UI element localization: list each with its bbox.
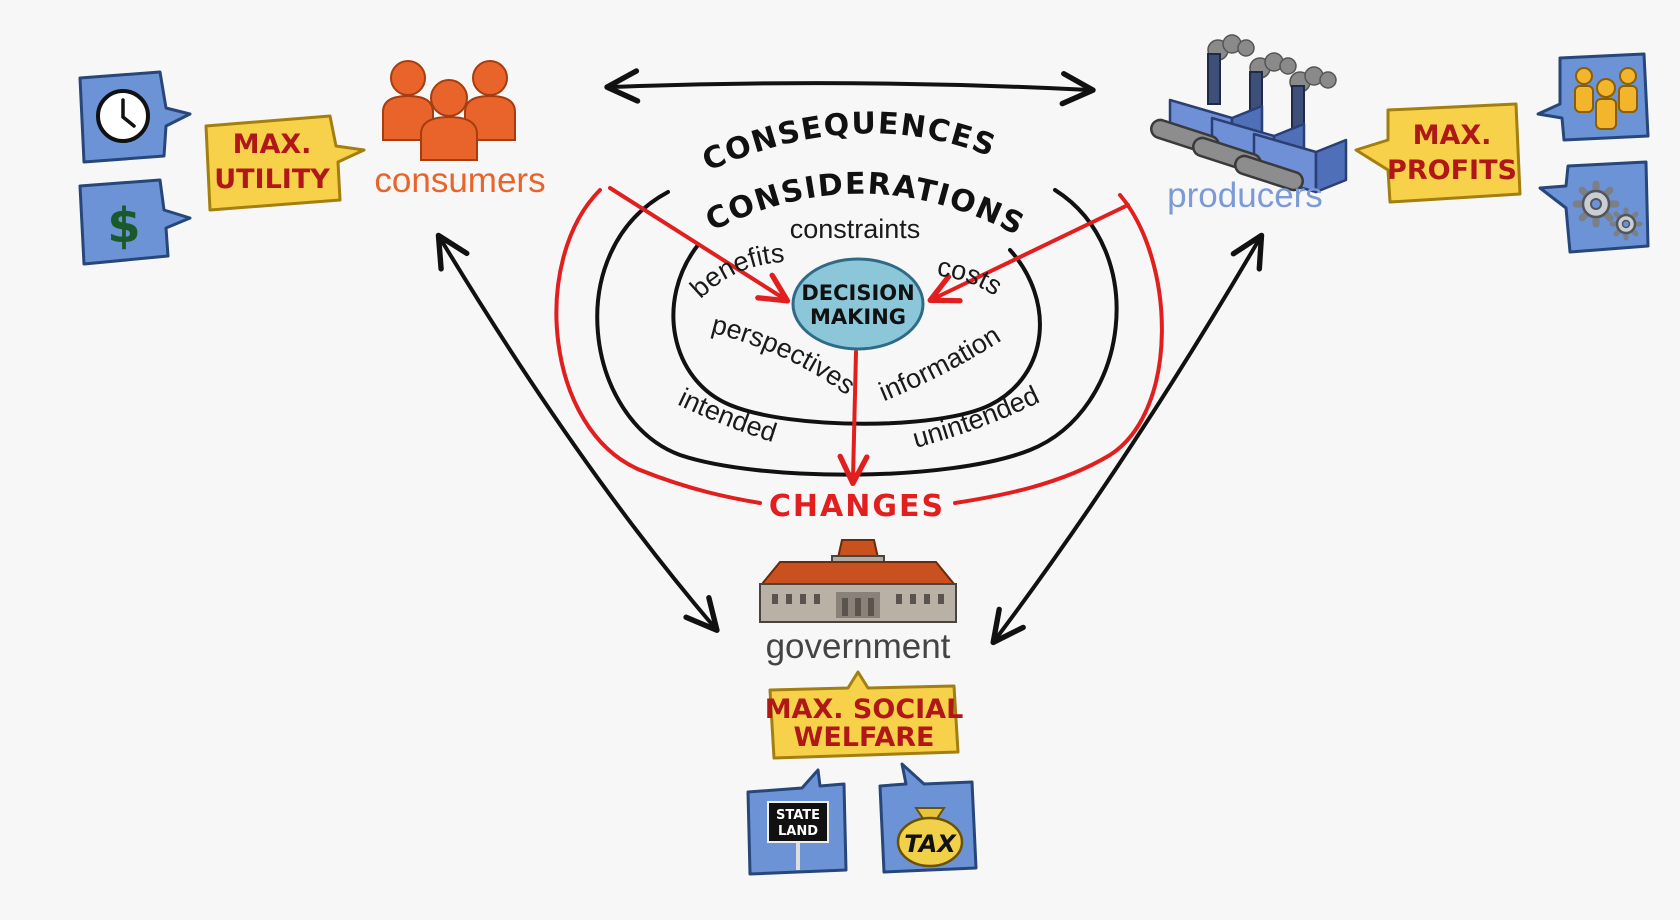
consumers-goal-bubble: MAX. UTILITY — [204, 114, 366, 212]
sign-line2: LAND — [778, 824, 818, 839]
clock-bubble — [78, 70, 192, 164]
consumers-people-icon — [382, 60, 516, 161]
constraints-label: constraints — [790, 214, 921, 244]
consumer-government-arrow — [435, 232, 720, 633]
factory-icon — [1150, 34, 1348, 194]
decision-label: DECISION — [801, 281, 914, 305]
workers-icon — [1574, 67, 1638, 130]
dollar-icon: $ — [107, 198, 140, 254]
dollar-bubble: $ — [78, 178, 192, 266]
producers-label: producers — [1167, 176, 1323, 215]
government-goal-line2: WELFARE — [794, 722, 935, 753]
intended-label: intended — [674, 382, 780, 448]
tax-label: TAX — [904, 830, 957, 858]
benefits-label: benefits — [684, 238, 785, 304]
consumers-goal-line1: MAX. — [233, 129, 312, 160]
government-building-icon — [759, 539, 957, 623]
government-goal-line1: MAX. SOCIAL — [765, 694, 964, 725]
producers-goal-line1: MAX. — [1413, 120, 1492, 151]
government-label: government — [766, 627, 951, 666]
decision-making-node: DECISION MAKING — [791, 257, 925, 351]
unintended-label: unintended — [909, 380, 1043, 454]
changes-ring — [554, 188, 1164, 505]
producers-goal-line2: PROFITS — [1387, 155, 1517, 186]
workers-bubble — [1536, 52, 1650, 142]
consumers-goal-line2: UTILITY — [214, 164, 330, 195]
gears-bubble — [1538, 160, 1650, 254]
gears-icon — [1572, 180, 1643, 241]
tax-bubble: TAX — [878, 762, 978, 874]
consumers-label: consumers — [374, 161, 545, 200]
consumers-group: $ MAX. UTILITY consumers — [78, 60, 546, 266]
tax-bag-icon: TAX — [896, 807, 964, 868]
considerations-ring — [671, 243, 1042, 426]
government-goal-bubble: MAX. SOCIAL WELFARE — [765, 670, 964, 760]
state-land-bubble: STATE LAND — [746, 768, 848, 876]
state-land-sign-icon: STATE LAND — [767, 801, 829, 870]
sign-line1: STATE — [776, 808, 820, 823]
government-group: government MAX. SOCIAL WELFARE STATE LAN… — [746, 539, 978, 876]
clock-icon — [96, 89, 150, 143]
producers-goal-bubble: MAX. PROFITS — [1354, 102, 1522, 204]
producers-group: producers MAX. PROFITS — [1150, 34, 1650, 254]
producer-government-arrow — [990, 232, 1265, 646]
red-arrows — [608, 186, 1130, 486]
changes-label: CHANGES — [769, 489, 945, 524]
consumer-producer-arrow — [604, 68, 1096, 107]
making-label: MAKING — [810, 305, 906, 329]
